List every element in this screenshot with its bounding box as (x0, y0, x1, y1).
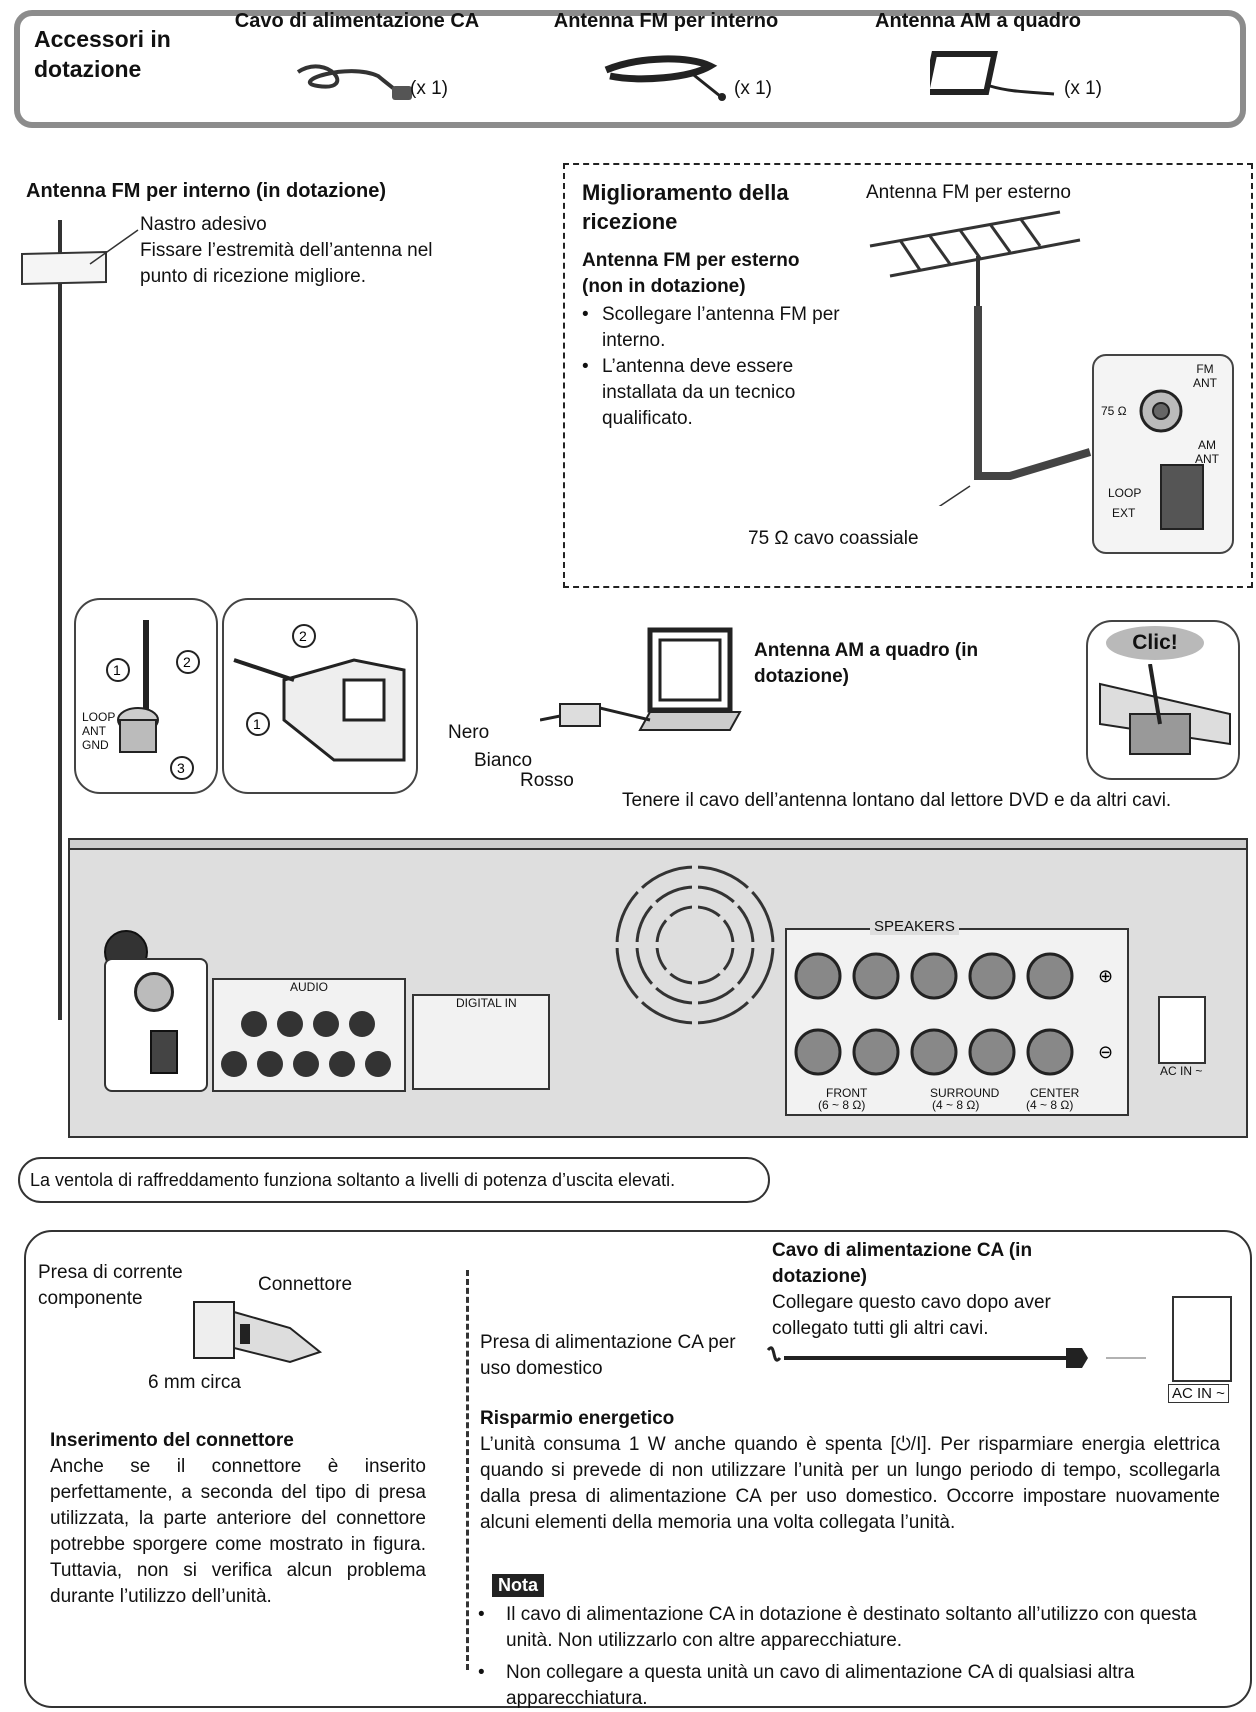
fm-indoor-wire-diagram (21, 220, 139, 1020)
ac-cord-diagram (766, 1346, 1146, 1368)
accessory-fm-antenna-name: Antenna FM per interno (553, 10, 779, 32)
cooling-fan-grille (610, 860, 780, 1030)
energy-text: L’unità consuma 1 W anche quando è spent… (480, 1434, 1220, 1533)
svg-text:⊖: ⊖ (1098, 1042, 1113, 1062)
loop-label: LOOP (1108, 486, 1142, 500)
speaker-terminals: ⊕⊖ (794, 952, 1113, 1076)
front-label: FRONT (826, 1086, 868, 1100)
ac-in-socket (1158, 996, 1206, 1064)
click-label: Clic! (1106, 626, 1204, 660)
svg-text:3: 3 (177, 760, 185, 776)
am-ant-terminal-rear (150, 1030, 178, 1074)
accessory-am-loop-name: Antenna AM a quadro (875, 10, 1081, 32)
am-ant-label: AM ANT (1195, 438, 1219, 466)
reception-subtitle: Antenna FM per esterno (non in dotazione… (582, 250, 800, 297)
ext-label: EXT (1112, 506, 1136, 520)
ac-in-label: AC IN ~ (1168, 1384, 1229, 1403)
svg-text:1: 1 (253, 716, 261, 732)
svg-text:⊕: ⊕ (1098, 966, 1113, 986)
svg-text:1: 1 (113, 662, 121, 678)
accessory-ac-cord-name: Cavo di alimentazione CA (234, 10, 480, 32)
tape-instruction: Fissare l’estremità dell’antenna nel pun… (140, 240, 433, 287)
nota-item: Non collegare a questa unità un cavo di … (476, 1660, 1228, 1712)
digital-in-label: DIGITAL IN (456, 996, 517, 1010)
speakers-label: SPEAKERS (870, 918, 959, 935)
reception-box (563, 163, 1253, 588)
nota-label: Nota (492, 1574, 544, 1597)
accessory-am-loop-qty: (x 1) (1064, 78, 1102, 99)
am-ant-terminal (1160, 464, 1204, 530)
ac-in-socket-large (1172, 1296, 1232, 1382)
fm-ant-terminal (134, 972, 174, 1012)
fm-ant-connector-icon (1139, 389, 1183, 433)
am-terminal-insert-diagram: 2 1 (233, 624, 406, 762)
nota-list: Il cavo di alimentazione CA in dotazione… (476, 1602, 1228, 1712)
surround-label: SURROUND (930, 1086, 1000, 1100)
socket-label: Presa di corrente componente (38, 1262, 183, 1309)
reception-bullet: Scollegare l’antenna FM per interno. (580, 302, 842, 354)
ac-cord-text: Collegare questo cavo dopo aver collegat… (772, 1292, 1051, 1339)
outlet-label: Presa di alimentazione CA per uso domest… (480, 1332, 736, 1379)
connector-label: Connettore (258, 1274, 353, 1295)
surround-impedance: (4 ~ 8 Ω) (932, 1098, 980, 1112)
accessories-title: Accessori in dotazione (34, 26, 171, 82)
fan-note: La ventola di raffreddamento funziona so… (18, 1157, 770, 1203)
wire-nero-label: Nero (448, 722, 490, 743)
connector-plug-diagram (193, 1301, 323, 1364)
wire-rosso-label: Rosso (520, 770, 574, 791)
front-impedance: (6 ~ 8 Ω) (818, 1098, 866, 1112)
accessories-box (14, 10, 1246, 128)
coax-cable-label: 75 Ω cavo coassiale (748, 528, 919, 549)
reception-title: Miglioramento della ricezione (582, 180, 789, 234)
fm-indoor-title: Antenna FM per interno (in dotazione) (26, 180, 386, 202)
outdoor-antenna-label: Antenna FM per esterno (866, 182, 1071, 203)
accessory-ac-cord-qty: (x 1) (410, 78, 448, 99)
center-impedance: (4 ~ 8 Ω) (1026, 1098, 1074, 1112)
connector-text: Anche se il connettore è inserito perfet… (50, 1456, 426, 1607)
ohm-label: 75 Ω (1101, 404, 1127, 418)
audio-label: AUDIO (290, 980, 329, 994)
ground-screw-diagram: 1 2 3 (106, 620, 200, 780)
click-latch-diagram (1099, 664, 1231, 755)
connector-title: Inserimento del connettore (50, 1430, 294, 1451)
tape-label: Nastro adesivo (140, 214, 267, 235)
reception-bullet: L’antenna deve essere installata da un t… (580, 354, 842, 432)
ac-cord-title: Cavo di alimentazione CA (in dotazione) (772, 1240, 1033, 1287)
keep-away-note: Tenere il cavo dell’antenna lontano dal … (622, 790, 1172, 811)
outdoor-antenna-icon (869, 210, 1092, 506)
reception-bullets: Scollegare l’antenna FM per interno. L’a… (580, 302, 842, 432)
energy-title: Risparmio energetico (480, 1408, 675, 1429)
nota-label-wrap: Nota (492, 1574, 544, 1597)
am-loop-antenna-icon (930, 51, 1055, 96)
speakers-block (785, 928, 1129, 1116)
nota-item: Il cavo di alimentazione CA in dotazione… (476, 1602, 1228, 1654)
wire-bianco-label: Bianco (474, 750, 533, 771)
svg-text:2: 2 (183, 654, 191, 670)
am-loop-antenna-diagram (540, 627, 742, 731)
digital-in-block (412, 994, 550, 1090)
am-loop-title: Antenna AM a quadro (in dotazione) (754, 640, 979, 687)
fm-ant-label: FM ANT (1193, 362, 1217, 390)
loop-ant-gnd-label: LOOP ANT GND (82, 710, 116, 752)
accessory-fm-antenna-qty: (x 1) (734, 78, 772, 99)
svg-text:2: 2 (299, 628, 307, 644)
ac-cord-icon (296, 64, 412, 100)
panel-divider (466, 1270, 469, 1670)
fm-antenna-icon (604, 55, 726, 101)
ac-in-label-rear: AC IN ~ (1160, 1064, 1203, 1078)
audio-rca-jacks (221, 1011, 391, 1077)
approx-label: 6 mm circa (148, 1372, 241, 1393)
center-label: CENTER (1030, 1086, 1080, 1100)
